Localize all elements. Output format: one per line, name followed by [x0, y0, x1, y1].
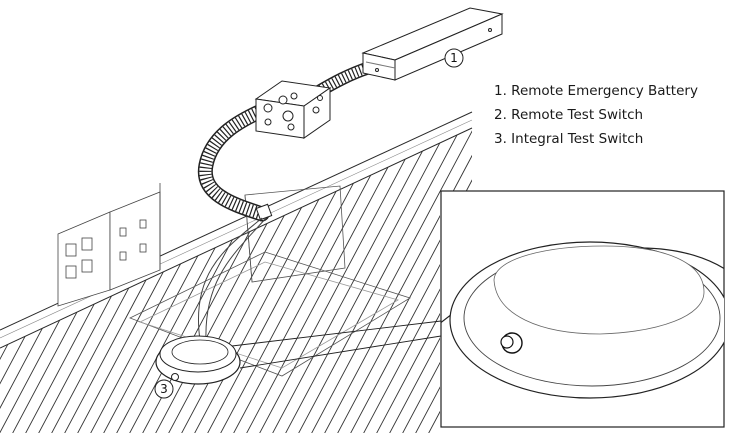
legend-item-integral-switch: 3. Integral Test Switch	[494, 131, 644, 147]
hatch-line	[0, 128, 11, 433]
legend-item-battery: 1. Remote Emergency Battery	[494, 83, 698, 99]
hatch-line	[307, 128, 472, 433]
hatch-line	[164, 128, 336, 433]
leader-lines	[231, 320, 442, 369]
hanger-bracket	[57, 183, 161, 307]
hatch-line	[255, 128, 427, 433]
callout-battery: 1	[444, 48, 464, 68]
svg-text:3: 3	[160, 382, 168, 396]
remote-battery	[361, 7, 504, 81]
hatch-line	[216, 128, 388, 433]
legend: 1. Remote Emergency Battery 2. Remote Te…	[494, 79, 698, 151]
downlight-fixture	[155, 335, 241, 385]
hatch-line	[398, 128, 472, 433]
hatch-line	[0, 128, 63, 433]
hatch-line	[151, 128, 323, 433]
junction-box	[254, 80, 332, 139]
wires	[198, 217, 267, 341]
callout-integral-switch: 3	[154, 379, 174, 399]
hatch-line	[320, 128, 472, 433]
hatch-line	[0, 128, 37, 433]
hatch-line	[281, 128, 453, 433]
legend-item-remote-switch: 2. Remote Test Switch	[494, 107, 644, 123]
svg-text:1: 1	[450, 51, 458, 65]
inset-detail	[440, 190, 725, 428]
hatch-line	[333, 128, 472, 433]
hatch-line	[294, 128, 466, 433]
hatch-line	[346, 128, 472, 433]
hatch-line	[190, 128, 362, 433]
